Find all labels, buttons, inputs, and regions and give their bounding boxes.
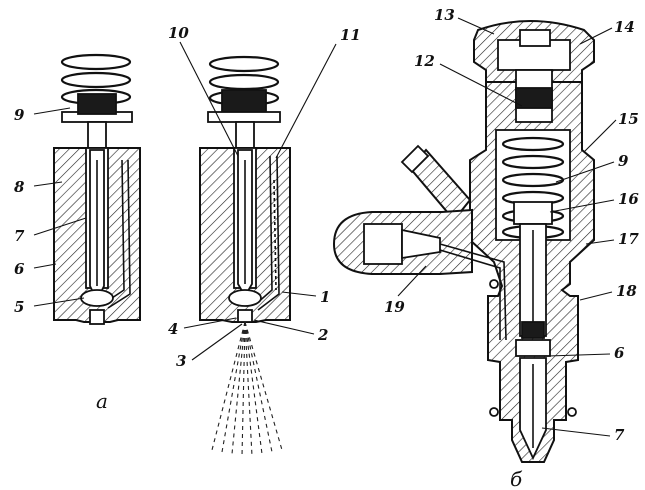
fuel-spray: [211, 321, 283, 457]
spring-plate-c: [513, 201, 553, 225]
label-15: 15: [618, 110, 639, 128]
label-8-a: 8: [14, 178, 25, 196]
label-10: 10: [168, 24, 189, 42]
caption-a: а: [96, 389, 108, 413]
label-9-a: 9: [14, 106, 25, 124]
view-c-injector-assembly: 13 14 12 15 9 16 17 19 18 6 7 б: [332, 6, 639, 490]
view-b-injector: 10 11 1 2 3 4: [168, 24, 361, 457]
caption-b: б: [510, 467, 523, 490]
pressure-chamber-a: [80, 289, 114, 307]
label-14: 14: [614, 18, 635, 36]
label-4: 4: [168, 320, 178, 338]
label-17: 17: [618, 230, 639, 248]
label-6-a: 6: [14, 260, 25, 278]
label-13: 13: [434, 6, 455, 24]
label-12: 12: [414, 52, 435, 70]
label-1: 1: [320, 288, 330, 306]
label-7-a: 7: [14, 227, 25, 245]
label-3: 3: [176, 352, 186, 370]
label-9-c: 9: [618, 152, 629, 170]
label-2: 2: [317, 326, 328, 344]
label-5-a: 5: [14, 298, 24, 316]
label-18: 18: [616, 282, 637, 300]
label-11: 11: [340, 26, 361, 44]
label-16: 16: [618, 190, 639, 208]
label-6-c: 6: [614, 344, 625, 362]
label-7-c: 7: [614, 426, 625, 444]
view-a-injector: 9 8 7 6 5 а: [14, 53, 141, 413]
spring-cap-a: [77, 93, 117, 115]
needle-stem-a: [87, 121, 107, 149]
label-19: 19: [384, 298, 405, 316]
